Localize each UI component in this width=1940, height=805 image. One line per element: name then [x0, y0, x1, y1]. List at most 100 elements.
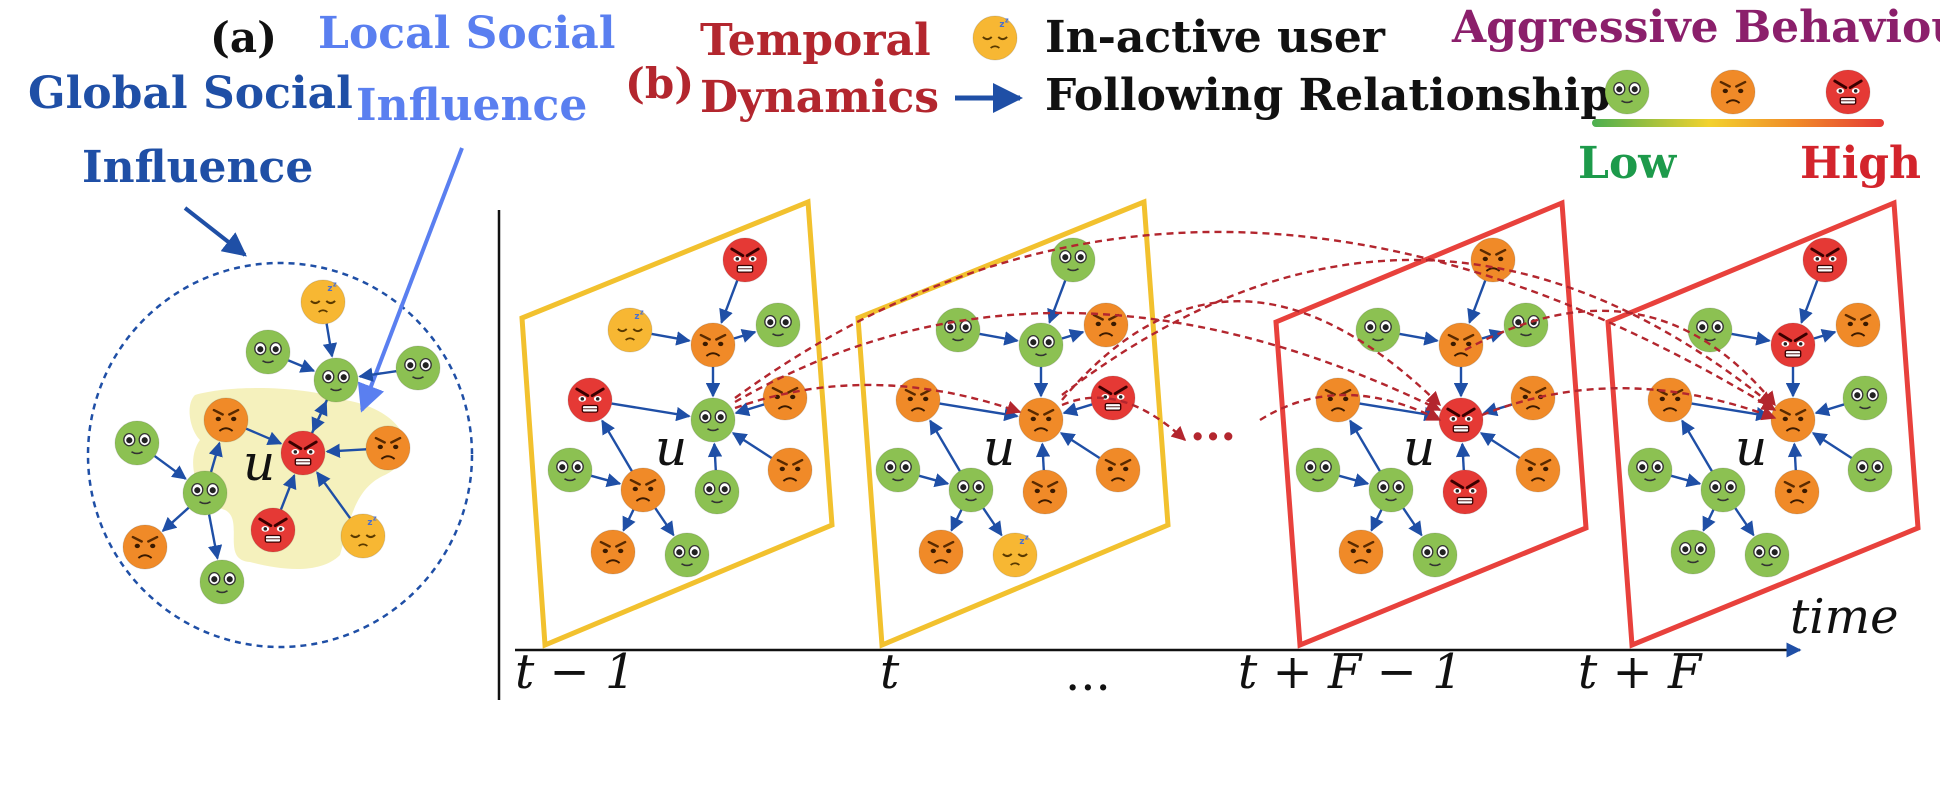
- local-influence-line1: Local Social: [318, 8, 615, 59]
- temporal-dependency-arc: [1061, 258, 1774, 406]
- user-node: [1442, 469, 1488, 515]
- scale-high-icon-face: [1825, 69, 1871, 115]
- user-node: [1802, 237, 1848, 283]
- following-edge: [1349, 419, 1381, 472]
- network-t-plus-f-minus-1: u: [1295, 237, 1561, 578]
- following-edge: [1813, 328, 1837, 343]
- following-edge: [654, 507, 675, 537]
- user-node: [203, 397, 249, 443]
- temporal-line2: Dynamics: [700, 72, 939, 123]
- global-influence-circle: [86, 261, 474, 649]
- svg-text:z: z: [1005, 17, 1009, 25]
- following-edge: [287, 359, 316, 373]
- following-edge: [731, 432, 773, 460]
- following-edge: [622, 509, 636, 532]
- tick-t-plus-f-minus-1: t + F − 1: [1238, 644, 1463, 700]
- user-node: [1670, 529, 1716, 575]
- following-edge: [1670, 473, 1702, 488]
- following-edge: [1062, 402, 1093, 417]
- user-node: [1412, 532, 1458, 578]
- svg-text:z: z: [1019, 537, 1024, 547]
- frame-t: [855, 198, 1171, 649]
- user-node: [664, 532, 710, 578]
- target-user-label: u: [655, 419, 687, 477]
- following-edge: [1734, 507, 1755, 537]
- svg-text:z: z: [367, 518, 372, 528]
- user-node: [767, 447, 813, 493]
- following-edge: [1059, 432, 1101, 460]
- global-influence-line1: Global Social: [28, 68, 353, 119]
- svg-text:z: z: [327, 284, 332, 294]
- following-edge: [733, 328, 757, 343]
- tick-t-plus-f: t + F: [1578, 644, 1703, 700]
- following-edge: [1799, 280, 1819, 324]
- user-node: [722, 237, 768, 283]
- temporal-dependency-arc: [734, 383, 1022, 415]
- user-node: [1018, 322, 1064, 368]
- following-edge: [1035, 442, 1051, 471]
- tick-ellipsis: ...: [1065, 646, 1111, 702]
- level-low-label: Low: [1578, 138, 1677, 189]
- following-edge: [1455, 442, 1471, 471]
- following-edge: [979, 331, 1019, 346]
- global-influence-pointer: [183, 206, 247, 257]
- following-edge: [601, 419, 633, 472]
- scale-medium-icon: [1710, 69, 1756, 115]
- user-node: [1774, 469, 1820, 515]
- tick-t: t: [880, 644, 900, 700]
- following-edge: [161, 506, 190, 532]
- following-edge: [929, 419, 961, 472]
- user-node: [1744, 532, 1790, 578]
- following-edge: [719, 280, 739, 324]
- frame-gap-ellipsis: ...: [1190, 400, 1236, 451]
- user-node: [1842, 375, 1888, 421]
- user-node: [1438, 322, 1484, 368]
- user-node: [1083, 302, 1129, 348]
- local-influence-highlight: [189, 388, 406, 570]
- following-edge: [325, 443, 367, 459]
- aggression-scale: [1592, 69, 1884, 127]
- local-influence-line2: Influence: [356, 80, 587, 131]
- scale-high-icon: [1825, 69, 1871, 115]
- following-edge: [1691, 402, 1771, 422]
- user-node: [1770, 322, 1816, 368]
- temporal-dependency-arc: [1464, 309, 1776, 407]
- following-edge: [651, 331, 691, 346]
- following-edge: [1047, 280, 1067, 324]
- temporal-dependency-arc: [734, 230, 1777, 412]
- user-node: [755, 302, 801, 348]
- following-edge: [734, 402, 765, 417]
- user-node: [590, 529, 636, 575]
- user-node: [1687, 307, 1733, 353]
- user-node: [918, 529, 964, 575]
- level-high-label: High: [1800, 138, 1921, 189]
- temporal-dependency-arc: [1259, 393, 1442, 422]
- target-user-label: u: [1403, 419, 1435, 477]
- scale-medium-icon-face: [1710, 69, 1756, 115]
- legend-inactive-label: In-active user: [1045, 12, 1386, 63]
- following-edge: [1338, 473, 1370, 488]
- following-edge: [918, 473, 950, 488]
- following-edge: [310, 400, 328, 434]
- user-node: [690, 322, 736, 368]
- user-node: [762, 375, 808, 421]
- user-node: [1295, 447, 1341, 493]
- time-axis-label: time: [1790, 589, 1899, 645]
- user-node: [395, 345, 441, 391]
- following-edge: [1811, 432, 1853, 460]
- user-node: [1022, 469, 1068, 515]
- temporal-dependency-arc: [1061, 396, 1187, 441]
- svg-text:z: z: [634, 312, 639, 322]
- following-edge: [1479, 432, 1521, 460]
- user-node: [875, 447, 921, 493]
- following-edge: [1399, 331, 1439, 346]
- frame-t-minus-1: [519, 198, 835, 649]
- part-a-label: (a): [210, 13, 277, 62]
- part-b-label: (b): [625, 59, 694, 108]
- following-edge: [1061, 328, 1085, 343]
